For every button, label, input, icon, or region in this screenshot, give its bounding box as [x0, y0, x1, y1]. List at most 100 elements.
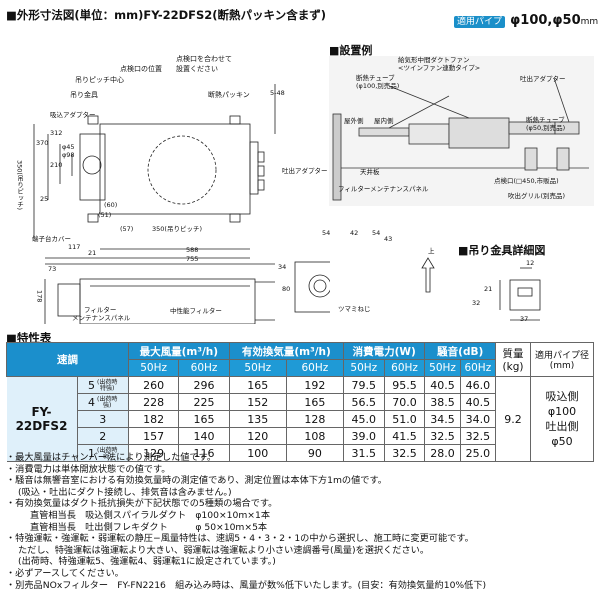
- install-fan: 給気形中間ダクトファン: [398, 56, 470, 64]
- hz60: 60Hz: [459, 359, 497, 377]
- cell: 56.5: [342, 393, 385, 411]
- hz50: 50Hz: [342, 359, 385, 377]
- outline-drawing: [33, 84, 330, 324]
- note-line: ・別売品NOxフィルター FY-FN2216 組み込み時は、風量が数%低下いたし…: [6, 579, 487, 591]
- hz60: 60Hz: [285, 359, 344, 377]
- cell: 260: [127, 376, 180, 394]
- hanger-title: ■吊り金具詳細図: [458, 244, 546, 257]
- label-tenken2: 点検口を合わせて: [176, 55, 232, 63]
- label-tenken3: 設置ください: [176, 65, 218, 73]
- cell: 95.5: [383, 376, 426, 394]
- dim-21: 21: [88, 249, 97, 257]
- pipe-spec: 適用パイプ φ100,φ50mm: [454, 9, 598, 28]
- note-line: ・騒音は無響音室における有効換気量時の測定値であり、測定位置は本体下方1mの値で…: [6, 475, 387, 487]
- cell: 152: [228, 393, 287, 411]
- dim-34: 34: [278, 263, 287, 271]
- cell: 100: [228, 444, 287, 462]
- cell: 128: [285, 410, 344, 428]
- dim-25: 25: [40, 195, 49, 203]
- label-tsumami: ツマミねじ: [338, 305, 371, 313]
- dim-350-pitch-v: 350(吊りピッチ): [15, 160, 24, 210]
- cell: 41.5: [383, 427, 426, 445]
- note-line: ・有効換気量はダクト抵抗損失が下記状態での5種類の場合です。: [6, 498, 278, 510]
- dim-5-48: 5-48: [270, 89, 285, 97]
- dim-54a: 54: [322, 229, 331, 237]
- speed-cell: 3: [76, 410, 129, 428]
- dim-57: (57): [120, 225, 134, 233]
- install-tube2: (φ100,別売品): [356, 82, 400, 90]
- cell: 79.5: [342, 376, 385, 394]
- note-line: ・消費電力は単体開放状態での値です。: [6, 463, 171, 475]
- cell: 225: [178, 393, 230, 411]
- label-tanshi: 端子台カバー: [32, 235, 71, 243]
- cell: 32.5: [459, 427, 497, 445]
- cell: 140: [178, 427, 230, 445]
- cell: 45.0: [342, 410, 385, 428]
- dim-42: 42: [350, 229, 359, 237]
- table-row: FY-22DFS2 5(出荷時特強) 260 296 165 192 79.5 …: [6, 376, 594, 462]
- note-line: 直管相当長 吸込側スパイラルダクト φ100×10m×1本: [30, 509, 271, 521]
- dim-43: 43: [384, 235, 393, 243]
- label-haiki-adapter: 吐出アダプター: [282, 167, 328, 175]
- install-panel: フィルターメンテナンスパネル: [338, 185, 429, 193]
- table-row: 1(出荷時弱) 129 116 100 90 31.5 32.5 28.0 25…: [7, 444, 594, 462]
- cell: 70.0: [383, 393, 426, 411]
- cell: 40.5: [459, 393, 497, 411]
- table-row: 4(出荷時強) 228 225 152 165 56.5 70.0 38.5 4…: [7, 393, 594, 411]
- head-pipe: 適用パイプ径(mm): [530, 342, 594, 377]
- dim-370: 370: [36, 139, 49, 147]
- install-adapter: 吐出アダプター: [520, 75, 566, 83]
- head-flow: 最大風量(m³/h): [127, 342, 230, 360]
- cell: 34.0: [459, 410, 497, 428]
- notes: ・最大風量はチャンバー法により測定した値です。 ・消費電力は単体開放状態での値で…: [6, 452, 596, 591]
- label-dannetsu: 断熱パッキン: [208, 91, 250, 99]
- dim-54b: 54: [372, 229, 381, 237]
- cell: 108: [285, 427, 344, 445]
- mass-cell: 9.2: [495, 376, 531, 462]
- pipe-unit: mm: [580, 17, 599, 27]
- cell: 40.5: [424, 376, 461, 394]
- dim-350-pitch-h: 350(吊りピッチ): [152, 225, 202, 233]
- cell: 31.5: [342, 444, 385, 462]
- note-line: 直管相当長 吐出側フレキダクト φ 50×10m×5本: [30, 521, 268, 533]
- cell: 182: [127, 410, 180, 428]
- label-kyuki-adapter: 吸込アダプター: [50, 111, 96, 119]
- dim-210: 210: [50, 161, 63, 169]
- model-cell: FY-22DFS2: [6, 376, 78, 462]
- table-row: 2 157 140 120 108 39.0 41.5 32.5 32.5: [7, 427, 594, 445]
- label-up: 上: [428, 247, 435, 255]
- head-power: 消費電力(W): [342, 342, 426, 360]
- dim-60: (60): [104, 201, 118, 209]
- dim-73: 73: [48, 265, 57, 273]
- install-tube4: (φ50,別売品): [526, 124, 566, 132]
- install-title: ■設置例: [329, 44, 373, 57]
- cell: 28.0: [424, 444, 461, 462]
- dim-178: 178: [35, 290, 44, 303]
- dim-755: 755: [186, 255, 199, 263]
- head-eff: 有効換気量(m³/h): [228, 342, 344, 360]
- cell: 46.0: [459, 376, 497, 394]
- cell: 120: [228, 427, 287, 445]
- cell: 296: [178, 376, 230, 394]
- pipe-sizes: φ100,φ50: [510, 13, 581, 28]
- label-filter-panel: メンテナンスパネル: [72, 314, 131, 322]
- cell: 39.0: [342, 427, 385, 445]
- dim-312: 312: [50, 129, 63, 137]
- spec-table: 速調 最大風量(m³/h) 有効換気量(m³/h) 消費電力(W) 騒音(dB)…: [6, 342, 594, 462]
- speed-cell: 1(出荷時弱): [76, 444, 129, 462]
- speed-cell: 5(出荷時特強): [76, 376, 129, 394]
- hanger-21: 21: [484, 285, 493, 293]
- dim-588: 588: [186, 246, 199, 254]
- cell: 228: [127, 393, 180, 411]
- hz50: 50Hz: [127, 359, 180, 377]
- hz60: 60Hz: [178, 359, 230, 377]
- note-line: (出荷時、特強運転5、強運転4、弱運転1に設定されています。): [18, 556, 276, 568]
- note-line: ・最大風量はチャンバー法により測定した値です。: [6, 452, 217, 463]
- cell: 135: [228, 410, 287, 428]
- hz50: 50Hz: [424, 359, 461, 377]
- label-filter: フィルター: [84, 306, 117, 314]
- install-tube: 断熱チューブ: [356, 74, 395, 82]
- cell: 165: [228, 376, 287, 394]
- cell: 165: [285, 393, 344, 411]
